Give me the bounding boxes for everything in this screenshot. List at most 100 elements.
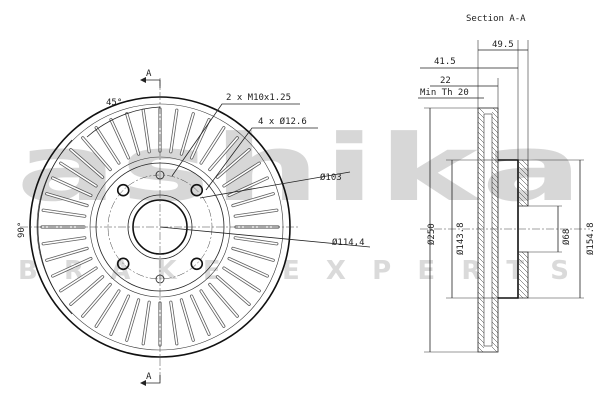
hatch-line (477, 206, 485, 214)
hatch-line (491, 261, 499, 269)
hatch-line (491, 166, 499, 174)
hatch-line (477, 121, 485, 129)
ventilation-slots (40, 107, 280, 347)
vent-slot-inner (180, 299, 195, 342)
hatch-line (477, 161, 485, 169)
hatch-line (517, 200, 524, 207)
hatch-line (477, 321, 485, 329)
hatch-line (477, 286, 485, 294)
vent-slot-inner (110, 295, 130, 336)
hatch-line (517, 195, 529, 207)
hatch-line (491, 121, 499, 129)
hatch-line (491, 296, 499, 304)
vent-slot-inner (200, 126, 225, 164)
vent-slot-inner (95, 290, 120, 328)
bolt-hole (116, 183, 130, 197)
hatch-line (521, 159, 529, 167)
hatch-line (477, 111, 485, 119)
diameter-dimensions: Ø250 Ø143.8 Ø68 Ø154.8 (424, 107, 596, 353)
vent-slot-inner (42, 237, 86, 245)
hatch-line (517, 262, 529, 274)
hatch-line (491, 181, 499, 189)
hatch-line (477, 341, 485, 349)
section-mark-bottom-label: A (146, 372, 152, 382)
hatch-line (491, 336, 499, 344)
hatch-line (517, 272, 529, 284)
hatch-line (492, 107, 499, 114)
vent-slot-inner (223, 267, 261, 292)
hatch-line (491, 246, 499, 254)
vent-slot-inner (228, 257, 269, 277)
watermark-logo: ashika (16, 115, 586, 222)
hatch-line (491, 291, 499, 299)
hatch-line (517, 282, 529, 294)
vent-slot-inner (208, 137, 239, 171)
hatch-line (477, 136, 485, 144)
width-22-label: 22 (440, 76, 451, 86)
vent-slot-inner (170, 109, 178, 153)
hatch-line (477, 146, 485, 154)
front-view: A A 45° 90° 2 x M10x1.25 4 x Ø12.6 Ø103 … (17, 69, 371, 386)
hatch-line (477, 271, 485, 279)
section-mark-bottom: A (140, 372, 161, 386)
vent-slot-inner (223, 162, 261, 187)
vent-slot-inner (125, 299, 140, 342)
hatch-line (477, 241, 485, 249)
vent-slot-inner (234, 237, 278, 245)
hatch-line (517, 267, 529, 279)
vent-slot-inner (142, 109, 150, 153)
hatch-line (491, 186, 499, 194)
hatch-line (517, 287, 529, 299)
section-view: Section A-A 49.5 41.5 (418, 14, 596, 353)
hatch-line (517, 277, 529, 289)
dia-143-8-label: Ø143.8 (455, 222, 466, 255)
dia-68-label: Ø68 (561, 229, 572, 245)
hatch-line (477, 216, 485, 224)
hatch-line (477, 266, 485, 274)
hatch-line (526, 251, 529, 254)
hatch-line (477, 151, 485, 159)
hatch-line (491, 286, 499, 294)
hatch-line (491, 116, 499, 124)
hatch-line (477, 211, 485, 219)
hatch-line (477, 201, 485, 209)
vent-slot-inner (180, 112, 195, 155)
bolt-hole (190, 183, 204, 197)
hatch-line (477, 291, 485, 299)
hatch-line (491, 136, 499, 144)
dia-114-label: Ø114,4 (332, 237, 365, 248)
hatch-line (491, 271, 499, 279)
vent-slot-inner (70, 148, 104, 179)
hatch-line (491, 196, 499, 204)
hatch-line (491, 141, 499, 149)
vent-slot-inner (59, 267, 97, 292)
hatch-line (491, 126, 499, 134)
hatch-line (477, 331, 485, 339)
hatch-line (491, 321, 499, 329)
hatch-line (491, 316, 499, 324)
dia-103-label: Ø103 (320, 172, 342, 183)
holes-leader (205, 127, 318, 191)
vent-slot-inner (200, 290, 225, 328)
hatch-line (477, 326, 485, 334)
hatch-line (491, 341, 499, 349)
hatch-line (491, 281, 499, 289)
vent-slot-inner (216, 148, 250, 179)
hatch-line (517, 180, 529, 192)
section-title: Section A-A (466, 14, 526, 24)
hatch-line (517, 190, 529, 202)
hatch-line (517, 257, 529, 269)
min-thickness-label: Min Th 20 (420, 88, 469, 98)
hatch-line (477, 126, 485, 134)
hatch-line (477, 166, 485, 174)
hatch-line (477, 191, 485, 199)
section-mark-top-label: A (146, 69, 152, 79)
vent-slot-inner (45, 247, 88, 262)
vent-slot-inner (81, 137, 112, 171)
hatch-line (517, 185, 529, 197)
bolt-hole (190, 257, 204, 271)
hatch-line (477, 346, 484, 353)
watermark-tagline: BRAKE EXPERTS (18, 256, 588, 286)
vent-slot-inner (232, 192, 275, 207)
